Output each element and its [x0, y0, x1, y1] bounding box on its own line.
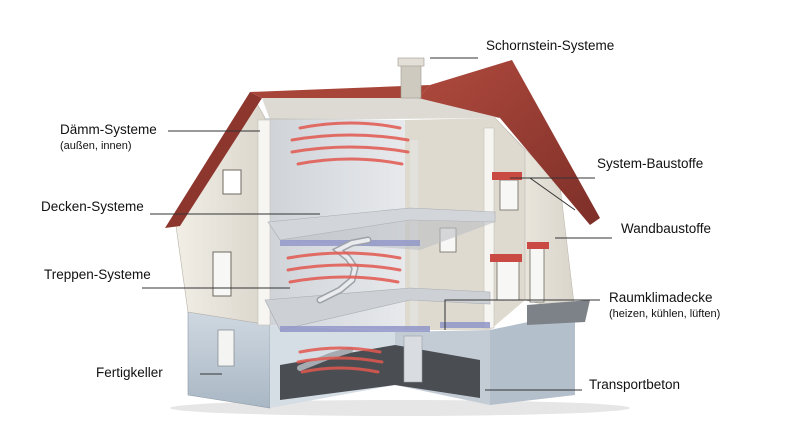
radiant-ceiling: [280, 326, 430, 332]
label-daemm-sub: (außen, innen): [60, 140, 132, 152]
leader-lines: [142, 57, 612, 391]
basement-window: [217, 329, 235, 367]
label-system-baustoffe: System-Baustoffe: [597, 156, 704, 171]
label-raumklimadecke-sub: (heizen, kühlen, lüften): [609, 308, 721, 320]
balcony: [527, 300, 590, 325]
lintel: [492, 172, 522, 180]
chimney: [400, 63, 422, 99]
label-daemm: Dämm-Systeme: [60, 122, 157, 137]
label-transportbeton: Transportbeton: [589, 377, 681, 392]
roof: [165, 57, 600, 228]
label-treppen: Treppen-Systeme: [44, 267, 151, 282]
label-fertigkeller: Fertigkeller: [96, 365, 163, 380]
label-wandbaustoffe: Wandbaustoffe: [621, 221, 712, 236]
label-decken: Decken-Systeme: [41, 199, 144, 214]
heat-waves: [286, 121, 410, 374]
label-raumklimadecke: Raumklimadecke: [609, 290, 713, 305]
stairs: [297, 236, 372, 371]
label-schornstein: Schornstein-Systeme: [486, 38, 615, 53]
